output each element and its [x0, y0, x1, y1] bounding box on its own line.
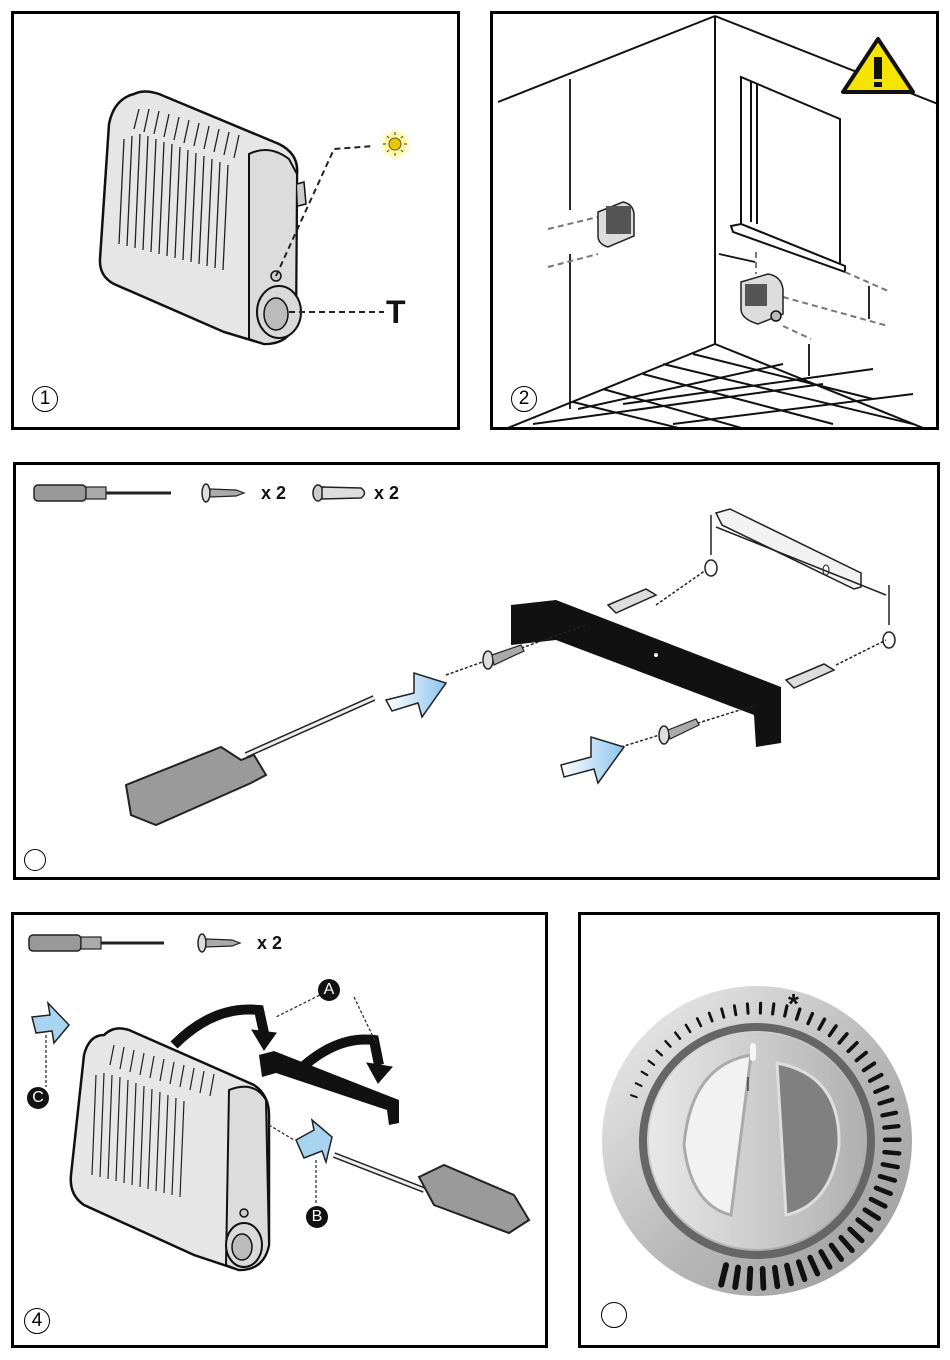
window-icon: [729, 75, 846, 274]
dimension-arrow-icon: [704, 515, 896, 649]
wall-bracket-icon: [511, 600, 781, 747]
screwdriver-icon: [33, 484, 171, 502]
wall-plug-quantity: x 2: [374, 483, 400, 503]
dial-tick: [880, 1162, 900, 1170]
dial-tick: [873, 1185, 893, 1196]
push-arrow-icon: [31, 1000, 333, 1165]
dashed-guide: [45, 992, 377, 1205]
dial-tick: [877, 1097, 895, 1106]
dial-tick: [854, 1050, 869, 1063]
curved-arrow-icon: [170, 1004, 393, 1084]
dial-tick: [873, 1084, 890, 1095]
callout-C: C: [27, 1087, 49, 1109]
dial-ticks: [630, 1001, 902, 1292]
dial-tick: [838, 1235, 855, 1254]
frost-symbol: *: [788, 988, 799, 1019]
dial-tick: [862, 1207, 882, 1221]
callout-A: A: [318, 979, 340, 1001]
dial-tick: [684, 1023, 692, 1034]
thermostat-dial-icon: *: [602, 986, 912, 1296]
step-number: [24, 849, 46, 871]
clearance-lines: [547, 216, 889, 340]
room-clearance-diagram: [497, 15, 936, 427]
heater-icon: [98, 90, 307, 346]
panel-step-5: *: [578, 912, 940, 1348]
dial-tick: [720, 1007, 726, 1019]
dial-tick: [718, 1262, 730, 1288]
screw-quantity: x 2: [261, 483, 287, 503]
panel-step-1: T 1: [11, 11, 460, 430]
dial-tick: [771, 1002, 776, 1016]
wall-plug-icon: [312, 484, 366, 502]
dial-tick: [855, 1217, 874, 1233]
heater-mounting-diagram: [28, 933, 531, 1272]
screw-icon: [482, 644, 700, 745]
dial-tick: [882, 1123, 901, 1130]
dial-tick: [746, 1265, 754, 1292]
dial-tick: [674, 1031, 682, 1041]
dial-tick: [732, 1264, 742, 1290]
dial-tick: [732, 1004, 738, 1017]
step-number: 1: [32, 386, 58, 412]
dial-tick: [655, 1049, 664, 1057]
step-number: 2: [511, 386, 537, 412]
push-arrow-icon: [384, 671, 626, 785]
dial-tick: [877, 1173, 898, 1183]
wall-plug-icon: [606, 588, 836, 689]
panel-step-3: x 2 x 2: [13, 462, 940, 880]
dial-tick: [818, 1249, 833, 1270]
dial-tick: [664, 1039, 672, 1048]
dial-tick: [794, 1007, 802, 1021]
dial-tick: [783, 1004, 789, 1018]
dial-tick: [861, 1061, 877, 1073]
dial-tick: [817, 1017, 827, 1031]
dial-tick: [784, 1262, 794, 1287]
indicator-light-icon: [377, 126, 413, 162]
dial-tick: [806, 1011, 815, 1026]
dimension-arrow-icon: [569, 79, 870, 409]
dial-tick: [807, 1254, 821, 1277]
screwdriver-icon: [28, 934, 164, 952]
step-number: 4: [24, 1308, 50, 1334]
dial-tick: [771, 1264, 781, 1290]
screw-icon: [197, 933, 242, 953]
dial-tick: [882, 1149, 902, 1156]
dial-tick: [745, 1002, 750, 1015]
screwdriver-icon: [332, 1152, 531, 1235]
callout-B: B: [306, 1206, 328, 1228]
spirit-level-icon: [714, 508, 862, 590]
dial-tick: [846, 1040, 859, 1054]
dial-tick: [847, 1226, 865, 1244]
heater-icon: [597, 201, 784, 325]
dial-tick: [828, 1242, 845, 1262]
dial-tick: [880, 1110, 899, 1118]
warning-triangle-icon: [841, 37, 915, 94]
dial-tick: [640, 1070, 649, 1077]
screw-icon: [201, 483, 246, 503]
screw-quantity: x 2: [257, 933, 283, 953]
step-number: [601, 1302, 627, 1328]
dial-tick: [634, 1082, 643, 1087]
dial-tick: [837, 1032, 849, 1045]
thermostat-label: T: [386, 294, 406, 330]
screwdriver-icon: [124, 695, 376, 827]
dial-tick: [630, 1094, 638, 1099]
panel-step-2: 2: [490, 11, 939, 430]
dial-tick: [868, 1196, 888, 1209]
dial-tick: [827, 1024, 838, 1038]
panel-step-4: x 2 A B C 4: [11, 912, 548, 1348]
dial-tick: [868, 1072, 884, 1083]
dial-tick: [695, 1017, 703, 1028]
bracket-mounting-diagram: [33, 483, 896, 827]
heater-icon: [69, 1027, 271, 1272]
dial-tick: [647, 1059, 656, 1066]
dial-tick: [759, 1266, 767, 1291]
dial-tick: [707, 1011, 714, 1023]
heater-illustration: [98, 90, 413, 346]
dial-tick: [795, 1259, 808, 1282]
room-walls: [497, 15, 936, 427]
